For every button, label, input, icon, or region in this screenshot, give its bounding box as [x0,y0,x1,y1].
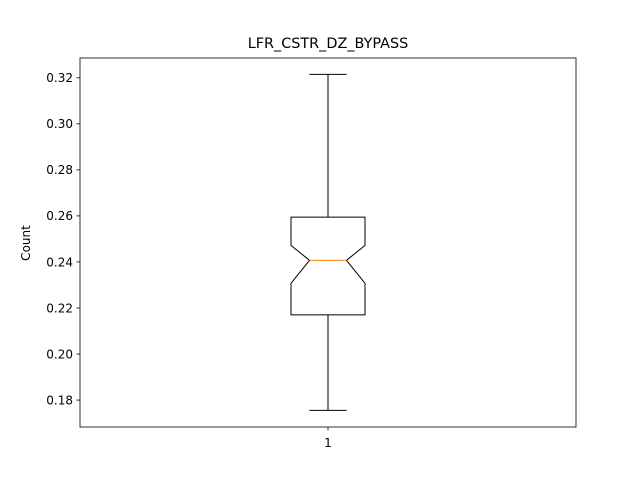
y-tick-label: 0.20 [46,347,73,361]
plot-area: 0.18 0.20 0.22 0.24 0.26 0.28 0.30 0.32 1 [46,57,577,450]
x-tick-label: 1 [324,436,332,450]
y-tick-label: 0.22 [46,301,73,315]
y-tick-label: 0.18 [46,393,73,407]
y-tick-label: 0.24 [46,255,73,269]
y-tick-label: 0.30 [46,117,73,131]
box-body [290,216,366,316]
chart-title: LFR_CSTR_DZ_BYPASS [248,36,409,52]
y-tick-label: 0.32 [46,71,73,85]
y-axis-label: Count [19,225,33,261]
y-tick-label: 0.26 [46,209,73,223]
y-tick-label: 0.28 [46,163,73,177]
